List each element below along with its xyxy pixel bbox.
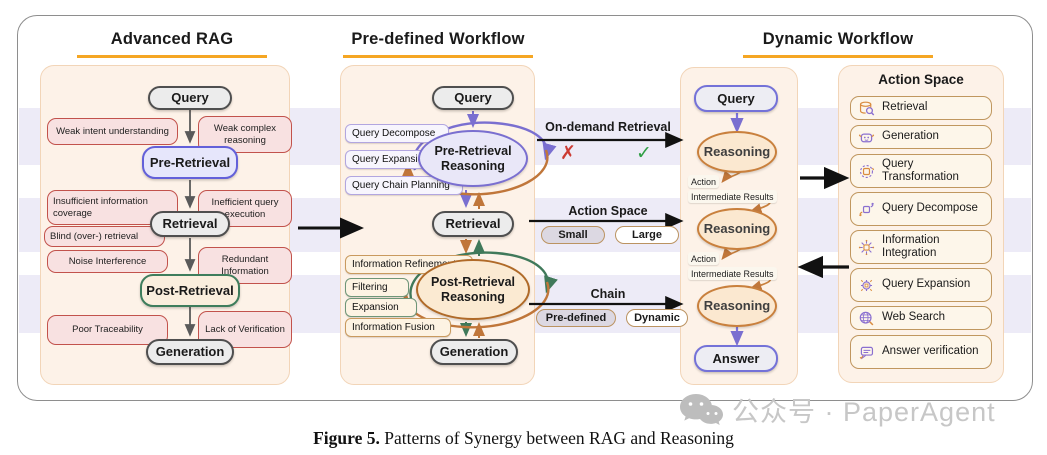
chain-predefined-pill: Pre-defined — [536, 309, 616, 327]
header-advanced-rag: Advanced RAG — [77, 30, 267, 58]
dynamic-query-node: Query — [694, 85, 778, 112]
cross-mark: ✗ — [560, 143, 576, 164]
reasoning-ellipse-1: Reasoning — [697, 131, 777, 173]
generation-icon — [857, 128, 875, 146]
action-space-small-pill: Small — [541, 226, 605, 244]
predefined-retrieval-node: Retrieval — [432, 211, 514, 237]
action-label-2: Action — [688, 252, 720, 265]
intermediate-results-label-2: Intermediate Results — [688, 267, 777, 280]
query-transformation-icon — [857, 162, 875, 180]
watermark: 公众号 · PaperAgent — [678, 390, 996, 429]
op-filtering: Filtering — [345, 278, 409, 297]
header-dynamic-workflow: Dynamic Workflow — [743, 30, 933, 58]
issue-noise-interference: Noise Interference — [47, 250, 168, 273]
figure-caption: Figure 5. Patterns of Synergy between RA… — [0, 428, 1047, 449]
wechat-icon — [678, 392, 724, 428]
check-mark: ✓ — [636, 143, 652, 164]
reasoning-ellipse-3: Reasoning — [697, 285, 777, 327]
watermark-text: 公众号 · PaperAgent — [732, 397, 996, 427]
intermediate-results-label-1: Intermediate Results — [688, 190, 777, 203]
header-predefined-workflow: Pre-defined Workflow — [343, 30, 533, 58]
post-retrieval-reasoning-ellipse: Post-Retrieval Reasoning — [416, 259, 530, 320]
issue-weak-intent: Weak intent understanding — [47, 118, 178, 145]
action-space-transition-label: Action Space — [568, 204, 648, 218]
op-expansion: Expansion — [345, 298, 417, 317]
caption-text: Patterns of Synergy between RAG and Reas… — [384, 428, 734, 448]
issue-redundant-information: Redundant Information — [198, 247, 292, 284]
answer-verification-icon — [857, 343, 875, 361]
action-item-query-expansion: Query Expansion — [850, 268, 992, 302]
action-label-1: Action — [688, 175, 720, 188]
action-item-generation: Generation — [850, 125, 992, 149]
issue-blind-retrieval: Blind (over-) retrieval — [44, 226, 165, 247]
chain-transition-label: Chain — [590, 287, 626, 301]
op-information-fusion: Information Fusion — [345, 318, 451, 337]
retrieval-icon — [857, 99, 875, 117]
action-space-large-pill: Large — [615, 226, 679, 244]
action-item-query-decompose: Query Decompose — [850, 192, 992, 226]
action-item-information-integration: Information Integration — [850, 230, 992, 264]
advanced-query-node: Query — [148, 86, 232, 110]
advanced-pre-retrieval-node: Pre-Retrieval — [142, 146, 238, 179]
pre-retrieval-reasoning-ellipse: Pre-Retrieval Reasoning — [418, 130, 528, 187]
chain-dynamic-pill: Dynamic — [626, 309, 688, 327]
issue-poor-traceability: Poor Traceability — [47, 315, 168, 345]
advanced-retrieval-node: Retrieval — [150, 211, 230, 237]
advanced-post-retrieval-node: Post-Retrieval — [140, 274, 240, 307]
action-item-web-search: Web Search — [850, 306, 992, 330]
action-item-retrieval: Retrieval — [850, 96, 992, 120]
action-item-query-transformation: Query Transformation — [850, 154, 992, 188]
query-decompose-icon — [857, 200, 875, 218]
action-item-answer-verification: Answer verification — [850, 335, 992, 369]
action-space-panel-title: Action Space — [878, 72, 964, 87]
predefined-query-node: Query — [432, 86, 514, 110]
caption-figure-label: Figure 5. — [313, 428, 380, 448]
query-expansion-icon — [857, 276, 875, 294]
dynamic-answer-node: Answer — [694, 345, 778, 372]
information-integration-icon — [857, 238, 875, 256]
reasoning-ellipse-2: Reasoning — [697, 208, 777, 250]
predefined-generation-node: Generation — [430, 339, 518, 365]
advanced-generation-node: Generation — [146, 339, 234, 365]
on-demand-retrieval-label: On-demand Retrieval — [545, 120, 671, 134]
web-search-icon — [857, 309, 875, 327]
